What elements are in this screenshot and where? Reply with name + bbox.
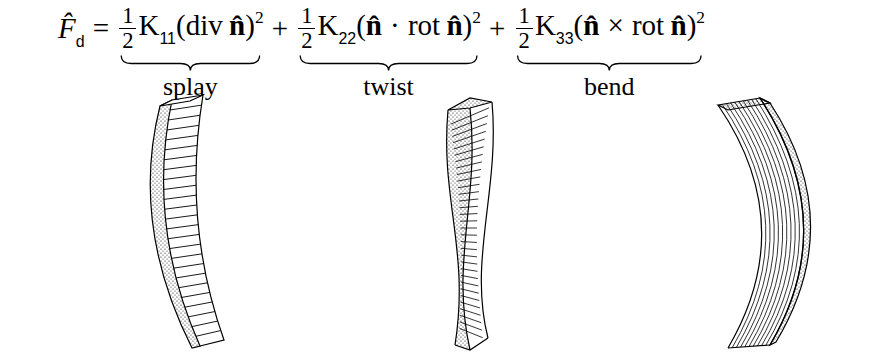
- energy-term: 12K22(n̂·rotn̂)2: [296, 4, 481, 53]
- symbol-group: ×: [599, 9, 632, 41]
- vector-symbol: n̂: [366, 9, 382, 41]
- bend-block: [718, 98, 811, 348]
- superscript: 2: [696, 7, 705, 27]
- vector-symbol: n̂: [446, 9, 462, 41]
- symbol-group: K: [138, 9, 159, 41]
- energy-term: 12K33(n̂×rotn̂)2: [514, 4, 706, 53]
- subscript: 22: [338, 30, 356, 47]
- math-symbol: ): [245, 9, 255, 41]
- fraction: 12: [516, 4, 533, 53]
- superscript: 2: [472, 7, 481, 27]
- term-name: splay: [163, 73, 218, 102]
- symbol-group: d: [76, 12, 85, 44]
- symbol-group: ): [687, 9, 697, 41]
- twist-block: [447, 98, 494, 350]
- symbol-group: ·: [382, 9, 408, 41]
- symbol-group: 11: [159, 9, 176, 41]
- symbol-group: n̂: [223, 9, 246, 41]
- fraction: 12: [298, 4, 315, 53]
- symbol-group: +: [264, 12, 297, 44]
- operator: ×: [607, 9, 623, 41]
- operator: =: [93, 12, 109, 44]
- symbol-group: 2: [472, 9, 481, 41]
- term-name: twist: [363, 73, 414, 102]
- subscript: 11: [159, 30, 176, 47]
- symbol-group: rot: [408, 9, 440, 41]
- subscript: d: [76, 33, 85, 50]
- math-symbol: ): [463, 9, 473, 41]
- operator: +: [489, 12, 505, 44]
- math-symbol: (div: [176, 9, 223, 41]
- symbol-group: ): [245, 9, 255, 41]
- math-symbol: F̂: [58, 12, 76, 44]
- splay-block: [150, 95, 224, 348]
- fraction-numerator: 1: [516, 4, 533, 29]
- formula-part: +: [481, 12, 514, 45]
- fraction-denominator: 2: [298, 29, 315, 53]
- math-symbol: ): [687, 9, 697, 41]
- underbrace: [300, 56, 477, 71]
- vector-symbol: n̂: [583, 9, 599, 41]
- term-name: bend: [584, 73, 635, 102]
- fraction-denominator: 2: [119, 29, 136, 53]
- math-symbol: K: [535, 9, 556, 41]
- fraction-denominator: 2: [516, 29, 533, 53]
- symbol-group: rot: [632, 9, 664, 41]
- fraction-numerator: 1: [298, 4, 315, 29]
- underbrace: [121, 56, 259, 71]
- operator: ·: [390, 9, 400, 41]
- fraction-numerator: 1: [119, 4, 136, 29]
- operator: +: [272, 12, 288, 44]
- vector-symbol: n̂: [671, 9, 687, 41]
- vector-symbol: n̂: [229, 9, 245, 41]
- symbol-group: =: [85, 12, 118, 44]
- symbol-group: n̂: [664, 9, 687, 41]
- symbol-group: K: [535, 9, 556, 41]
- symbol-group: ): [463, 9, 473, 41]
- symbol-group: (div: [176, 9, 223, 41]
- symbol-group: n̂: [583, 9, 599, 41]
- symbol-group: (: [356, 9, 366, 41]
- formula-part: +: [264, 12, 297, 45]
- symbol-group: n̂: [366, 9, 382, 41]
- symbol-group: K: [317, 9, 338, 41]
- symbol-group: 33: [556, 9, 574, 41]
- symbol-group: +: [481, 12, 514, 44]
- math-symbol: (: [356, 9, 366, 41]
- symbol-group: F̂: [58, 12, 76, 44]
- formula-part: F̂d=: [58, 12, 117, 45]
- math-symbol: (: [574, 9, 584, 41]
- underbrace: [518, 56, 702, 71]
- symbol-group: 22: [338, 9, 356, 41]
- symbol-group: n̂: [440, 9, 463, 41]
- math-symbol: rot: [408, 9, 440, 41]
- symbol-group: 2: [696, 9, 705, 41]
- energy-term: 12K11(divn̂)2: [117, 4, 263, 53]
- superscript: 2: [255, 7, 264, 27]
- symbol-group: 2: [255, 9, 264, 41]
- formula: F̂d=12K11(divn̂)2+12K22(n̂·rotn̂)2+12K33…: [58, 4, 705, 53]
- math-symbol: K: [138, 9, 159, 41]
- math-symbol: K: [317, 9, 338, 41]
- subscript: 33: [556, 30, 574, 47]
- symbol-group: (: [574, 9, 584, 41]
- math-symbol: rot: [632, 9, 664, 41]
- fraction: 12: [119, 4, 136, 53]
